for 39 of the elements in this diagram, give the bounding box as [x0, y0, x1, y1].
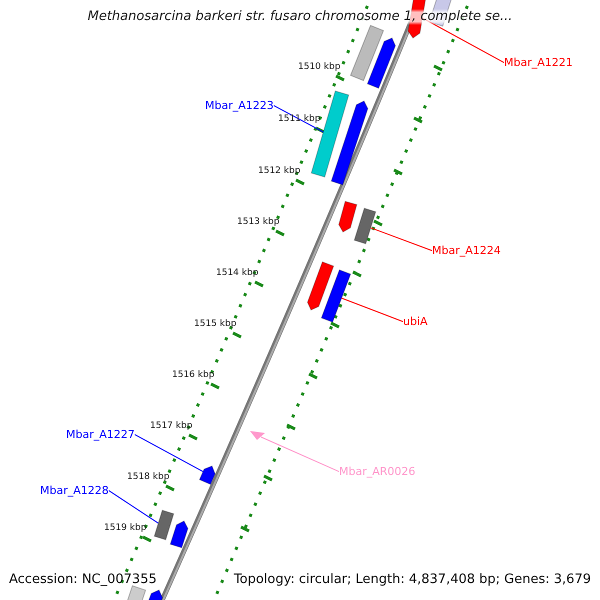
gene-block [366, 37, 396, 89]
scale-label: 1517 kbp [150, 421, 192, 432]
gene-block [198, 465, 216, 486]
gene-block [170, 520, 188, 548]
gene-label: Mbar_A1221 [504, 56, 573, 70]
gene-label: Mbar_A1228 [40, 484, 109, 498]
gene-label: Mbar_AR0026 [339, 465, 416, 478]
scale-label: 1518 kbp [127, 472, 170, 483]
gene-label: Mbar_A1223 [205, 99, 274, 112]
gene-label: Mbar_A1224 [432, 244, 501, 258]
scale-label: 1515 kbp [194, 319, 236, 330]
gene-block [330, 100, 368, 186]
gene-block [154, 510, 174, 540]
genome-summary: Topology: circular; Length: 4,837,408 bp; Genes: 3,679 [234, 572, 591, 588]
leader-line [422, 18, 504, 64]
scale-label: 1514 kbp [216, 268, 258, 279]
leader-line [370, 227, 432, 252]
gene-marker [250, 431, 265, 440]
scale-label: 1512 kbp [258, 166, 300, 177]
gene-block [338, 200, 358, 233]
leader-line [341, 298, 404, 322]
gene-label: ubiA [403, 315, 428, 328]
gene-block [306, 261, 334, 311]
gene-block [146, 589, 164, 600]
leader-line [273, 105, 324, 132]
gene-block [350, 24, 384, 82]
scale-label: 1510 kbp [298, 62, 340, 73]
leader-line [260, 436, 340, 472]
gene-block [320, 269, 352, 323]
accession-note: Accession: NC_007355 [9, 572, 157, 588]
gene-block [126, 585, 146, 600]
scale-label: 1511 kbp [278, 114, 320, 125]
scale-label: 1519 kbp [104, 523, 146, 534]
leader-line [108, 490, 159, 524]
gene-block [354, 208, 376, 244]
scale-label: 1516 kbp [172, 370, 214, 381]
gene-label: Mbar_A1227 [66, 428, 135, 442]
leader-line [134, 434, 204, 472]
scale-label: 1513 kbp [237, 217, 280, 228]
